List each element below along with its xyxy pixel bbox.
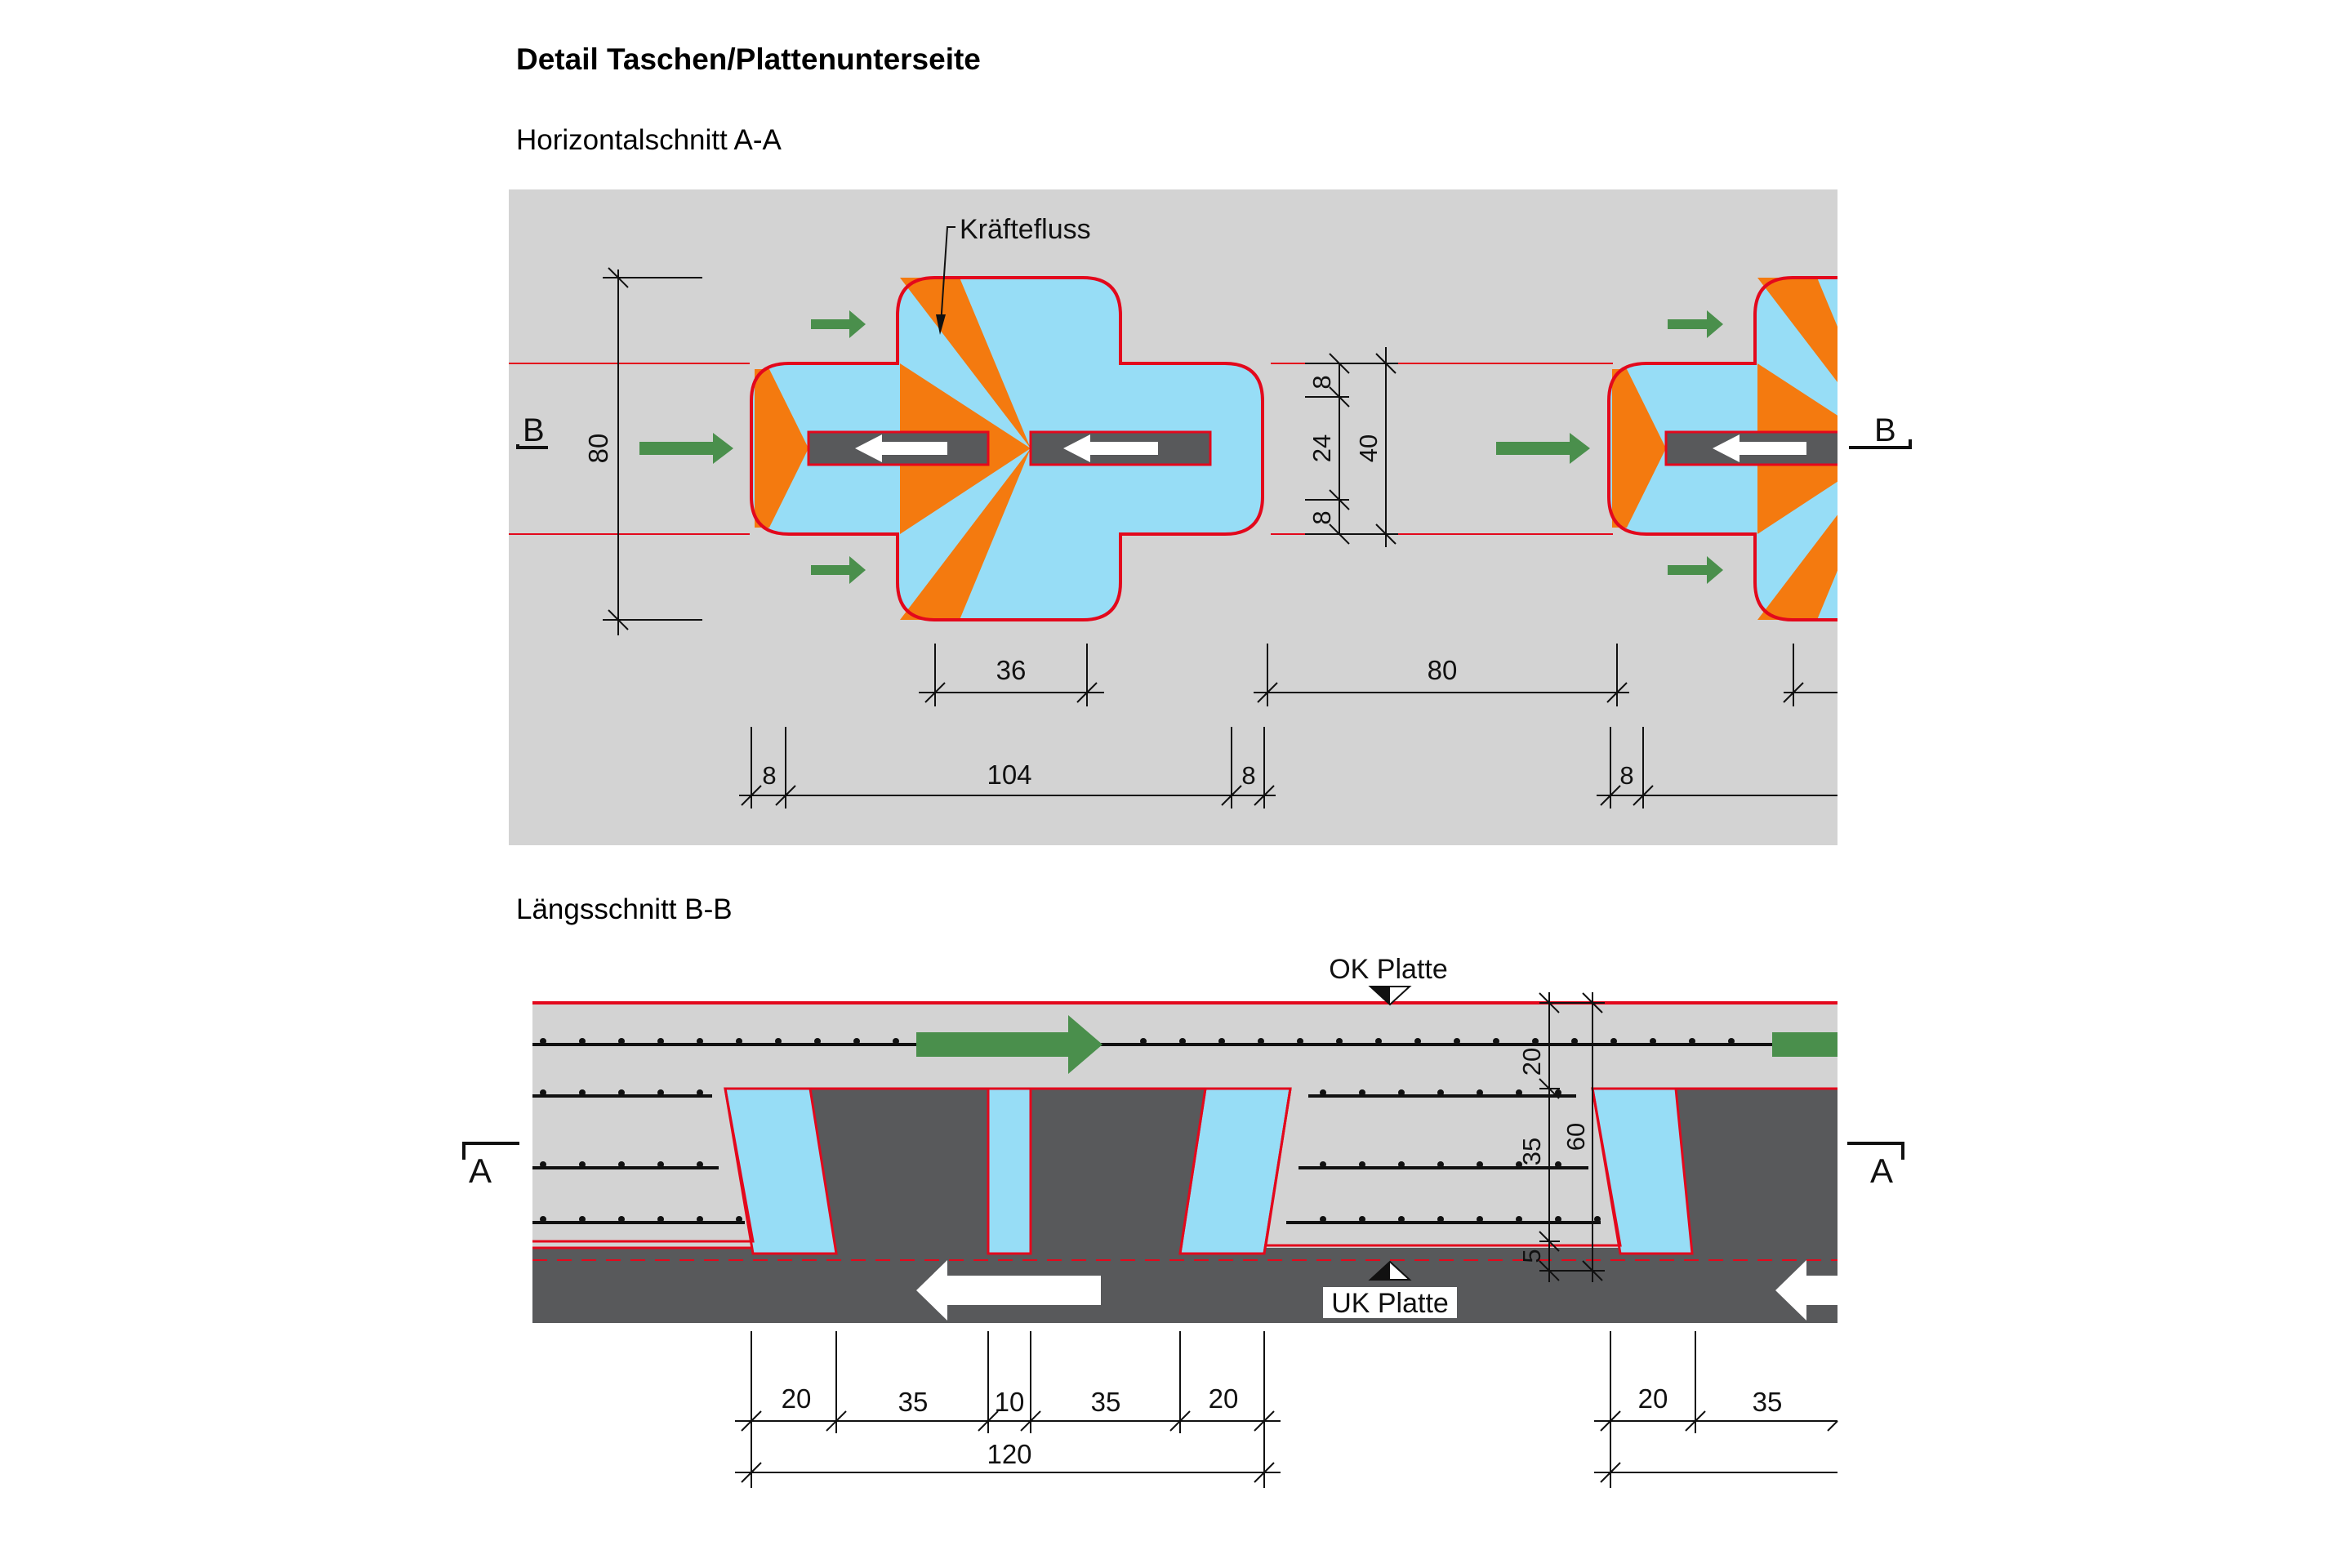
dim-label: 35 bbox=[898, 1387, 929, 1417]
section-a-drawing: Kräftefluss B B 80 bbox=[509, 189, 1912, 845]
pocket-cross-2 bbox=[1607, 276, 1838, 621]
annotation-arrowhead bbox=[936, 314, 946, 335]
force-flow-label: Kräftefluss bbox=[960, 214, 1091, 245]
page-title: Detail Taschen/Plattenunterseite bbox=[516, 42, 981, 76]
dim-label: 35 bbox=[1091, 1387, 1121, 1417]
pocket-section bbox=[1180, 1089, 1290, 1254]
section-b-heading: Längsschnitt B-B bbox=[516, 893, 733, 925]
white-arrow bbox=[1063, 434, 1158, 462]
pocket-section bbox=[725, 1089, 836, 1254]
cut-mark-label-left: A bbox=[469, 1152, 492, 1190]
dim-slot-group: 8 24 8 40 bbox=[1305, 347, 1398, 547]
dim-label: 80 bbox=[583, 434, 613, 464]
green-arrow bbox=[1668, 310, 1723, 338]
cut-mark-left bbox=[462, 1142, 519, 1160]
green-arrow bbox=[811, 556, 866, 584]
green-arrow bbox=[1668, 556, 1723, 584]
pocket-section bbox=[988, 1089, 1031, 1254]
dim-label: 8 bbox=[1241, 761, 1255, 790]
white-arrow bbox=[1713, 434, 1806, 462]
dim-label: 36 bbox=[996, 655, 1027, 685]
dim-horizontal-group: 20 35 10 35 20 120 20 35 bbox=[735, 1331, 1838, 1488]
dim-vertical-group: 20 35 5 60 bbox=[1517, 992, 1605, 1282]
dim-width-104: 8 104 8 8 bbox=[739, 727, 1838, 808]
uk-level-label-bg bbox=[1323, 1287, 1457, 1318]
green-arrow bbox=[1772, 1032, 1838, 1057]
green-arrow bbox=[1496, 433, 1590, 464]
green-arrow bbox=[811, 310, 866, 338]
dim-label: 8 bbox=[762, 761, 776, 790]
dim-label: 80 bbox=[1428, 655, 1458, 685]
ok-level-label: OK Platte bbox=[1329, 954, 1448, 985]
dim-width-36: 36 bbox=[919, 644, 1104, 706]
cut-mark-label-left: B bbox=[523, 412, 545, 448]
dim-label: 20 bbox=[1638, 1383, 1668, 1414]
dim-label: 8 bbox=[1307, 510, 1336, 524]
dim-label: 35 bbox=[1753, 1387, 1783, 1417]
section-a-heading: Horizontalschnitt A-A bbox=[516, 124, 782, 156]
annotation-leader bbox=[940, 226, 956, 326]
dim-gap-80: 80 bbox=[1254, 644, 1838, 706]
dim-label: 35 bbox=[1517, 1138, 1546, 1165]
force-flow-wedge bbox=[900, 448, 1031, 620]
dim-label: 60 bbox=[1561, 1123, 1590, 1151]
white-arrow bbox=[1775, 1260, 1838, 1321]
dim-label: 40 bbox=[1354, 434, 1383, 462]
white-arrow bbox=[855, 434, 947, 462]
dim-label: 8 bbox=[1307, 375, 1336, 389]
dim-height-80: 80 bbox=[583, 267, 702, 635]
uk-level-label: UK Platte bbox=[1331, 1288, 1449, 1319]
dim-label: 5 bbox=[1517, 1249, 1546, 1263]
dim-label: 104 bbox=[987, 760, 1031, 790]
white-arrow bbox=[916, 1260, 1101, 1321]
cut-mark-label-right: A bbox=[1870, 1152, 1893, 1190]
pocket-section bbox=[1592, 1089, 1692, 1254]
dim-label: 10 bbox=[995, 1387, 1025, 1417]
rebar-dots bbox=[540, 1038, 1735, 1223]
dim-label: 20 bbox=[1209, 1383, 1239, 1414]
cut-mark-label-right: B bbox=[1874, 412, 1896, 448]
dim-label: 24 bbox=[1307, 434, 1336, 462]
dim-label: 20 bbox=[782, 1383, 812, 1414]
section-b-drawing: OK Platte UK Platte A A 20 35 5 bbox=[462, 954, 1904, 1488]
dim-label: 8 bbox=[1619, 761, 1633, 790]
force-flow-wedge bbox=[755, 369, 808, 528]
cut-mark-right bbox=[1847, 1142, 1904, 1160]
dim-label: 120 bbox=[987, 1439, 1031, 1469]
pocket-cross-1 bbox=[750, 276, 1264, 621]
green-arrow bbox=[639, 433, 733, 464]
cut-mark-left bbox=[516, 444, 548, 449]
cut-mark-right bbox=[1849, 439, 1912, 449]
force-flow-wedge bbox=[900, 278, 1031, 448]
dim-label: 20 bbox=[1517, 1048, 1546, 1076]
green-arrow bbox=[916, 1015, 1102, 1074]
